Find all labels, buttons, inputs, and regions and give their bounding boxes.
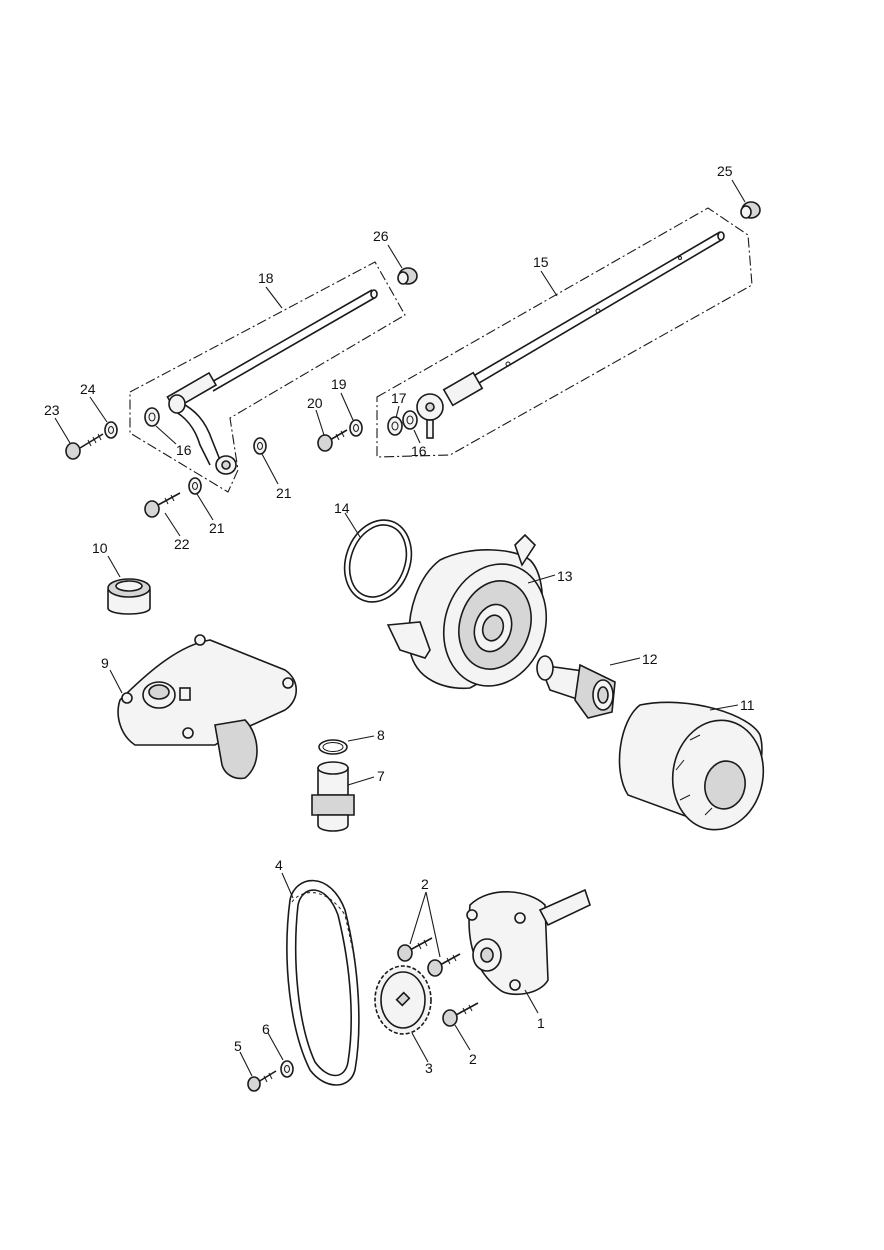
washer-16-right <box>402 410 418 430</box>
callout-26: 26 <box>373 228 389 244</box>
union-bolt-12 <box>536 655 616 719</box>
oil-pipe-18 <box>166 289 378 475</box>
bolt-22 <box>144 492 181 518</box>
oil-filter-11 <box>618 701 765 831</box>
oil-cooler-13 <box>386 533 548 690</box>
o-ring-14 <box>343 519 413 603</box>
callout-8: 8 <box>377 727 385 743</box>
washer-19 <box>349 419 363 437</box>
callout-15: 15 <box>533 254 549 270</box>
callout-22: 22 <box>174 536 190 552</box>
bolt-20 <box>317 429 348 452</box>
callout-5: 5 <box>234 1038 242 1054</box>
pump-cover-9 <box>117 634 298 780</box>
o-ring-8 <box>318 739 348 755</box>
callout-23: 23 <box>44 402 60 418</box>
callout-20: 20 <box>307 395 323 411</box>
oil-pipe-15 <box>416 231 725 439</box>
drive-chain-4 <box>286 879 360 1086</box>
callout-11: 11 <box>740 697 755 713</box>
callout-13: 13 <box>557 568 573 584</box>
callout-21-upper: 21 <box>276 485 292 501</box>
bolt-2-lower <box>442 1002 479 1027</box>
washer-16-left <box>144 407 160 427</box>
pressure-switch-7 <box>311 761 355 832</box>
callout-19: 19 <box>331 376 347 392</box>
sprocket-3 <box>374 965 432 1035</box>
callout-6: 6 <box>262 1021 270 1037</box>
callout-9: 9 <box>101 655 109 671</box>
nut-26 <box>397 267 418 285</box>
callout-25: 25 <box>717 163 733 179</box>
cap-10 <box>107 578 151 615</box>
callout-2-lower: 2 <box>469 1051 477 1067</box>
callout-17: 17 <box>391 390 407 406</box>
callout-labels: 25 26 15 18 24 19 17 20 23 16 16 21 14 2… <box>44 163 755 1076</box>
washer-24 <box>104 421 118 439</box>
leader-lines <box>54 179 746 1077</box>
callout-12: 12 <box>642 651 658 667</box>
washer-17 <box>387 416 403 436</box>
callout-24: 24 <box>80 381 96 397</box>
callout-16-left: 16 <box>176 442 192 458</box>
oil-pump-1 <box>466 888 591 996</box>
callout-7: 7 <box>377 768 385 784</box>
callout-10: 10 <box>92 540 108 556</box>
callout-4: 4 <box>275 857 283 873</box>
nut-25 <box>740 201 761 219</box>
callout-3: 3 <box>425 1060 433 1076</box>
washer-21-upper <box>253 437 267 455</box>
bolt-5 <box>247 1070 277 1092</box>
washer-6 <box>280 1060 294 1078</box>
washer-21-lower <box>188 477 202 495</box>
group-box-pipe-18 <box>129 261 406 493</box>
bolt-2-middle <box>427 953 461 977</box>
callout-2-upper: 2 <box>421 876 429 892</box>
callout-14: 14 <box>334 500 350 516</box>
callout-21-lower: 21 <box>209 520 225 536</box>
bolt-2-upper <box>397 937 433 962</box>
callout-18: 18 <box>258 270 274 286</box>
callout-16-right: 16 <box>411 443 427 459</box>
group-box-pipe-15 <box>376 207 753 458</box>
callout-1: 1 <box>537 1015 545 1031</box>
bolt-23 <box>65 433 104 460</box>
